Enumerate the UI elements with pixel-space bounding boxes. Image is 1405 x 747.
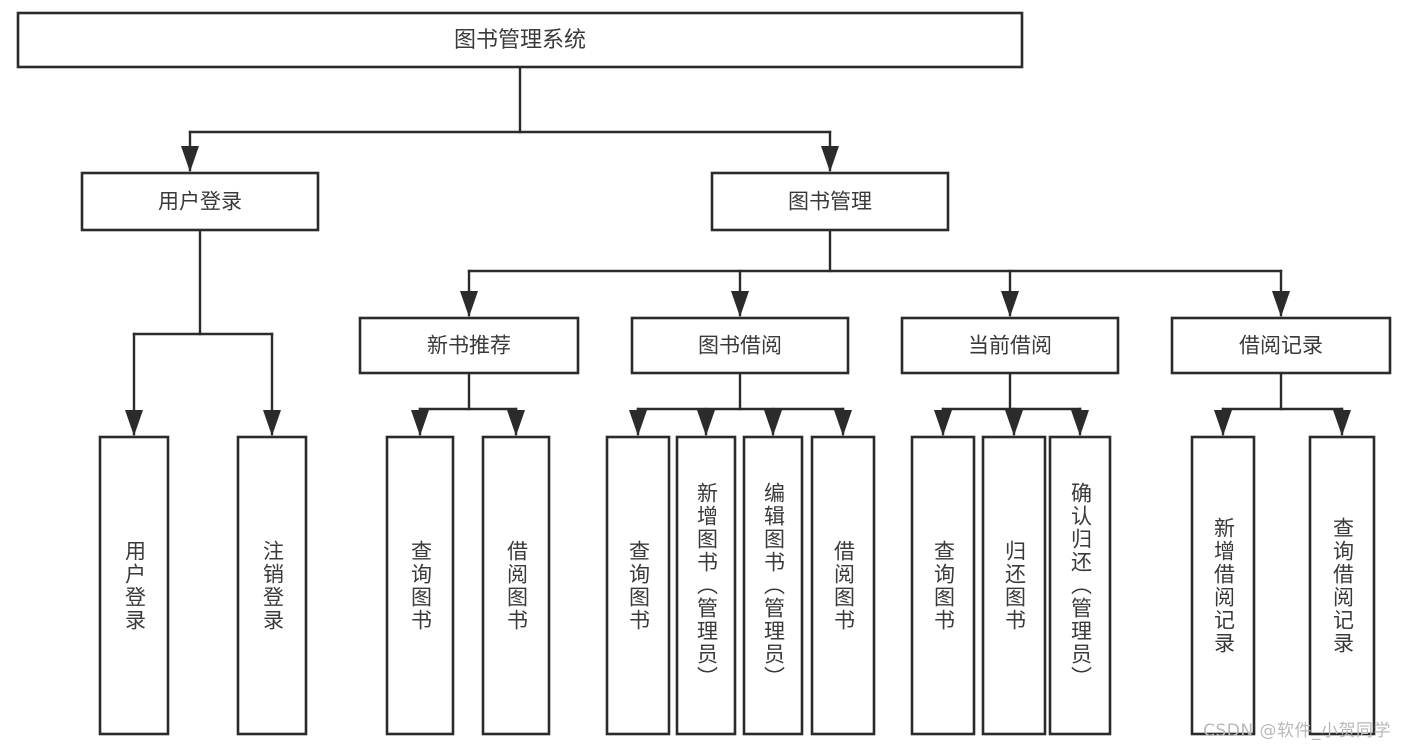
arrowhead-icon bbox=[507, 410, 525, 436]
node-box-leaf-rec-query-book[interactable] bbox=[385, 435, 455, 736]
node-box-leaf-return-book[interactable] bbox=[981, 435, 1047, 736]
node-box-leaf-add-borrow-record[interactable] bbox=[1190, 435, 1256, 736]
node-box-leaf-cur-query-book[interactable] bbox=[910, 435, 976, 736]
node-box-leaf-user-login[interactable] bbox=[98, 435, 170, 736]
arrowhead-icon bbox=[1005, 410, 1023, 436]
watermark: CSDN @软件_小贺同学 bbox=[1203, 721, 1391, 741]
node-label-book-manage: 图书管理 bbox=[788, 190, 872, 214]
node-label-new-book-rec: 新书推荐 bbox=[427, 334, 511, 358]
node-box-leaf-logout[interactable] bbox=[236, 435, 308, 736]
node-box-root[interactable] bbox=[16, 11, 1024, 69]
arrowhead-icon bbox=[1272, 291, 1290, 317]
arrowhead-icon bbox=[1333, 410, 1351, 436]
arrowhead-icon bbox=[1001, 291, 1019, 317]
node-box-borrow-record[interactable] bbox=[1170, 316, 1392, 375]
node-label-book-borrow: 图书借阅 bbox=[698, 334, 782, 358]
arrowhead-icon bbox=[181, 146, 199, 172]
arrowhead-icon bbox=[411, 410, 429, 436]
node-label-current-borrow: 当前借阅 bbox=[968, 334, 1052, 358]
node-box-leaf-add-book-admin[interactable] bbox=[675, 435, 737, 736]
arrowhead-icon bbox=[697, 410, 715, 436]
node-label-user-login: 用户登录 bbox=[158, 190, 242, 214]
arrowhead-icon bbox=[821, 146, 839, 172]
arrowhead-icon bbox=[934, 410, 952, 436]
node-box-leaf-edit-book-admin[interactable] bbox=[742, 435, 804, 736]
arrowhead-icon bbox=[1214, 410, 1232, 436]
boxes-layer bbox=[16, 11, 1392, 736]
node-box-leaf-rec-borrow-book[interactable] bbox=[481, 435, 551, 736]
arrowhead-icon bbox=[834, 410, 852, 436]
node-box-leaf-query-borrow-record[interactable] bbox=[1308, 435, 1376, 736]
arrowhead-icon bbox=[629, 410, 647, 436]
node-box-leaf-confirm-return-admin[interactable] bbox=[1048, 435, 1112, 736]
arrowhead-icon bbox=[1071, 410, 1089, 436]
arrowhead-icon bbox=[764, 410, 782, 436]
arrowhead-icon bbox=[263, 410, 281, 436]
node-box-book-borrow[interactable] bbox=[630, 316, 850, 375]
node-box-leaf-borrow-query-book[interactable] bbox=[605, 435, 671, 736]
node-label-borrow-record: 借阅记录 bbox=[1239, 334, 1323, 358]
node-box-book-manage[interactable] bbox=[710, 171, 950, 232]
node-label-root: 图书管理系统 bbox=[454, 28, 586, 53]
arrowhead-icon bbox=[125, 410, 143, 436]
node-box-leaf-borrow-book[interactable] bbox=[810, 435, 876, 736]
arrowhead-icon bbox=[731, 291, 749, 317]
node-box-user-login[interactable] bbox=[80, 171, 320, 232]
arrowhead-icon bbox=[460, 291, 478, 317]
node-box-current-borrow[interactable] bbox=[900, 316, 1120, 375]
connectors-layer bbox=[125, 65, 1351, 436]
node-box-new-book-rec[interactable] bbox=[358, 316, 580, 375]
